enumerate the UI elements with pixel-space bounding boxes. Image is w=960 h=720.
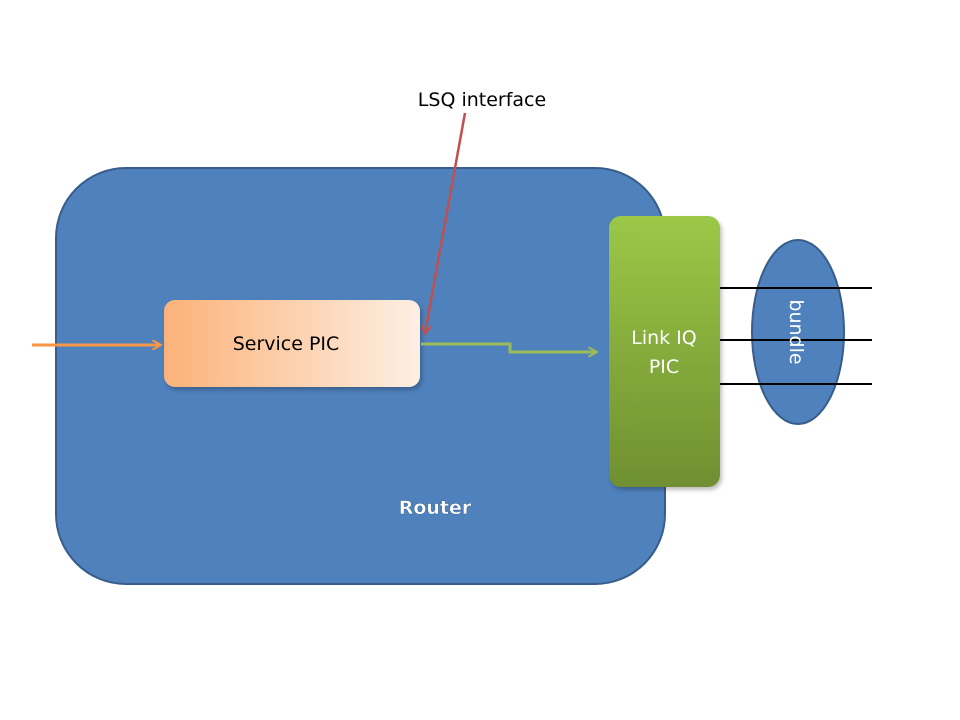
link-iq-pic-label-line2: PIC: [649, 356, 679, 378]
lsq-interface-label: LSQ interface: [418, 89, 546, 111]
bundle-ellipse: [751, 239, 845, 425]
router-label: Router: [399, 497, 472, 519]
link-iq-pic-label-line1: Link IQ: [631, 327, 697, 349]
service-pic-label: Service PIC: [233, 333, 340, 355]
bundle-label: bundle: [785, 299, 807, 364]
link-iq-pic-box: [609, 216, 720, 487]
lsq-callout-arrow: [425, 112, 467, 333]
output-arrow: [421, 342, 596, 352]
service-pic-box: [164, 300, 420, 387]
